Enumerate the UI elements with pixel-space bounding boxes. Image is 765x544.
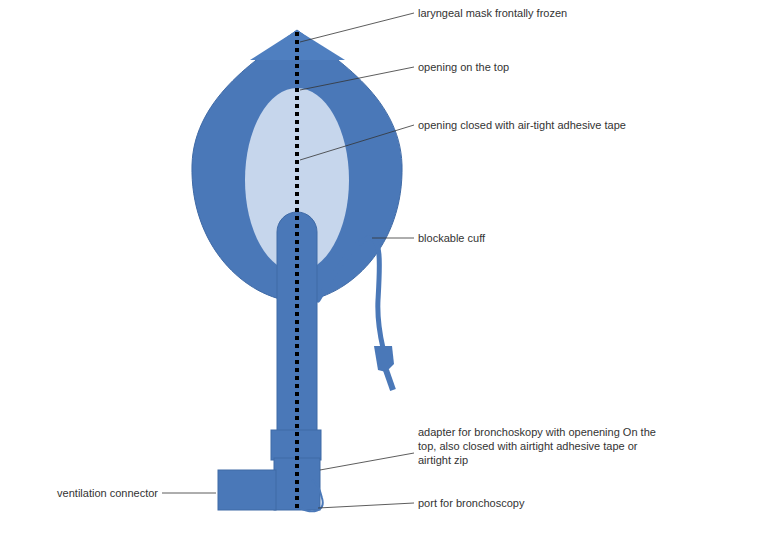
part-label: laryngeal mask frontally frozen bbox=[418, 6, 567, 20]
part-label: opening on the top bbox=[418, 60, 509, 74]
cuff-line bbox=[318, 238, 383, 348]
port-loop bbox=[300, 480, 323, 511]
pilot-balloon bbox=[374, 346, 394, 372]
leader-line bbox=[300, 13, 414, 42]
ventilation-connector bbox=[218, 470, 276, 510]
part-label: blockable cuff bbox=[418, 231, 485, 245]
leader-line bbox=[318, 503, 414, 508]
leader-line bbox=[372, 238, 414, 239]
part-label: opening closed with air-tight adhesive t… bbox=[418, 118, 626, 132]
part-label: port for bronchoscopy bbox=[418, 496, 524, 510]
part-label: adapter for bronchoskopy with openening … bbox=[418, 425, 668, 467]
leader-line bbox=[300, 125, 414, 160]
cuff-valve bbox=[386, 370, 393, 390]
leader-line bbox=[300, 67, 414, 90]
leader-line bbox=[162, 493, 216, 494]
dotted-line bbox=[295, 32, 299, 508]
part-label: ventilation connector bbox=[57, 486, 158, 500]
leader-line bbox=[320, 453, 414, 470]
